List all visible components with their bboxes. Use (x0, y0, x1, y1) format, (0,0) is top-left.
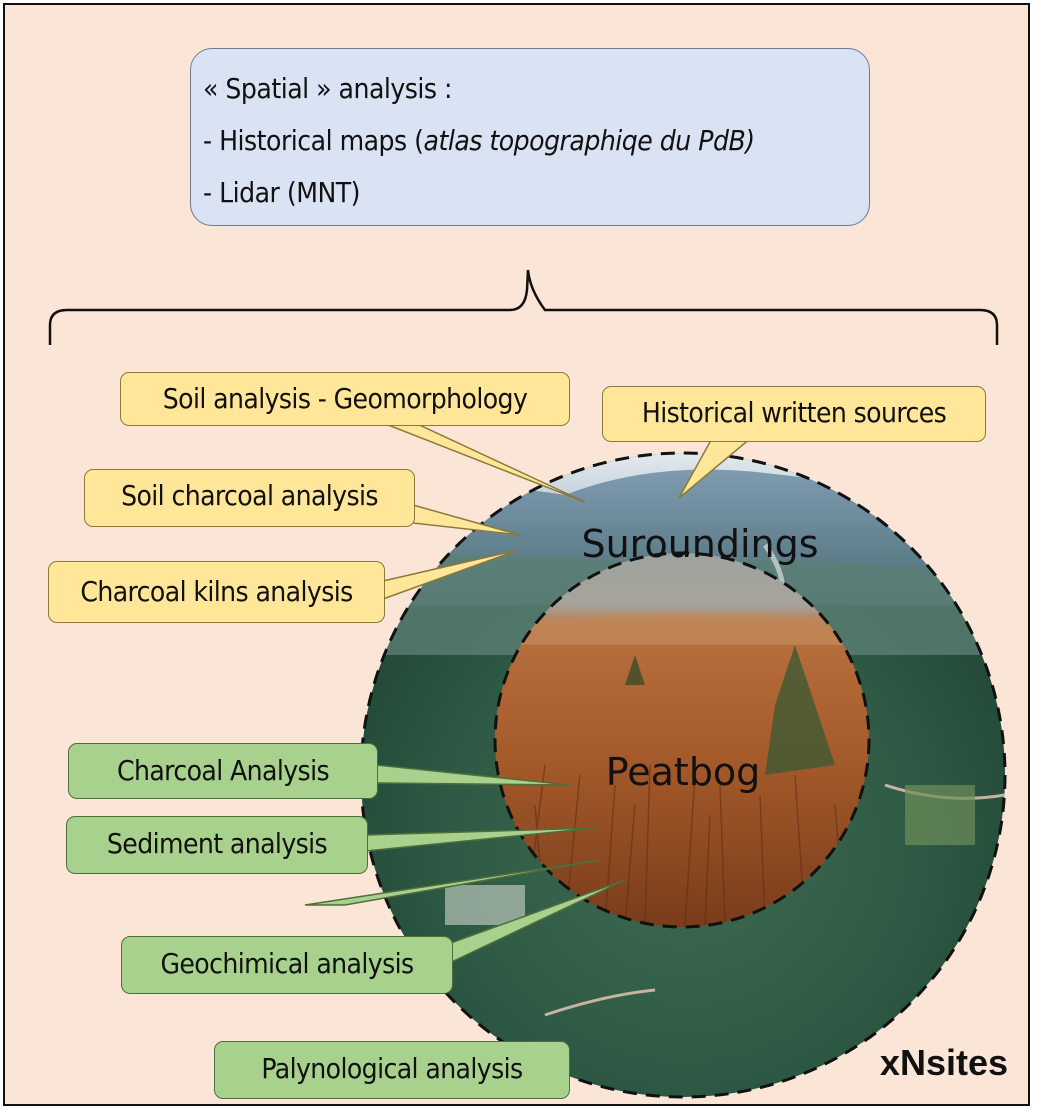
peatbog-label: Peatbog (606, 750, 761, 794)
callout-palynological-analysis: Palynological analysis (214, 1041, 570, 1099)
callout-charcoal-analysis: Charcoal Analysis (68, 743, 378, 799)
spatial-brace (48, 269, 999, 345)
callout-geochimical-analysis: Geochimical analysis (121, 936, 453, 994)
callout-soil-charcoal: Soil charcoal analysis (84, 469, 415, 527)
spatial-line-2: - Historical maps (atlas topographiqe du… (203, 115, 857, 167)
callout-charcoal-kilns: Charcoal kilns analysis (48, 561, 385, 623)
peatbog-photo (495, 553, 869, 927)
callout-sediment-analysis: Sediment analysis (66, 816, 368, 874)
diagram-graphics: Suroundings Peatbog (48, 269, 1007, 1099)
callout-soil-geomorphology: Soil analysis - Geomorphology (120, 372, 570, 426)
surroundings-circle (359, 451, 1007, 1099)
spatial-line-2-prefix: - Historical maps ( (203, 124, 424, 157)
peatbog-circle (493, 551, 871, 929)
pointer-geochimical (304, 859, 601, 906)
spatial-line-2-italic: atlas topographiqe du PdB) (423, 124, 756, 157)
site-label: xNsites (879, 1042, 1008, 1083)
callout-historical-written-sources: Historical written sources (602, 386, 986, 442)
spatial-line-1: « Spatial » analysis : (203, 72, 453, 105)
spatial-line-3: - Lidar (MNT) (203, 176, 361, 209)
surroundings-label: Suroundings (581, 522, 818, 566)
spatial-analysis-box: « Spatial » analysis : - Historical maps… (190, 48, 870, 226)
diagram-canvas: Suroundings Peatbog « Spatial » analysis… (3, 3, 1030, 1106)
